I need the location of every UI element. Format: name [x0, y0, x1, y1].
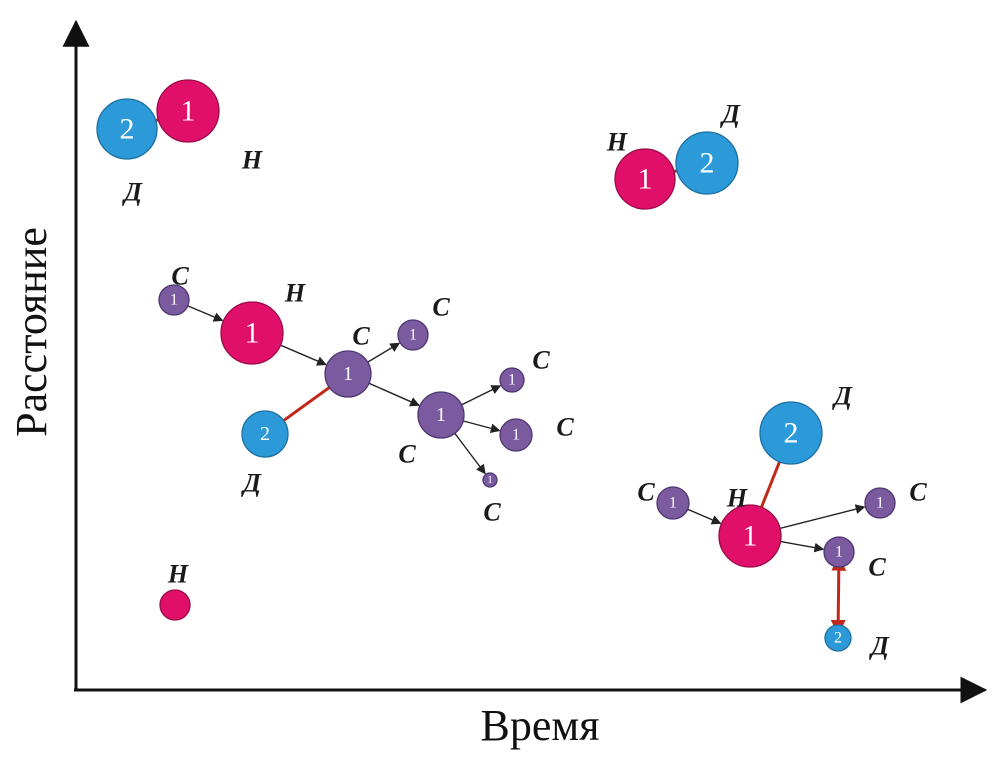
node-c-g3_c2 [324, 350, 372, 398]
node-type-tag: С [171, 262, 189, 291]
node-number-label: 1 [245, 317, 260, 350]
node-type-tag: С [909, 478, 927, 507]
node-number-label: 1 [170, 292, 178, 309]
node-number-label: 1 [876, 495, 884, 512]
node-type-tag: С [483, 498, 501, 527]
node-c-g3_c0 [158, 284, 190, 316]
node-type-tag: С [868, 553, 886, 582]
node-d-g5_d1 [759, 401, 823, 465]
node-type-tag: Д [869, 632, 890, 661]
node-c-g5_c0 [656, 486, 690, 520]
node-number-label: 2 [120, 113, 135, 146]
node-number-label: 1 [512, 427, 520, 444]
node-c-g3_c5 [499, 418, 533, 452]
node-number-label: 2 [700, 147, 715, 180]
node-h-g2_h [614, 148, 676, 210]
nodes-layer: 2 1 1 2 1 1 1 1 2 1 1 1 1 1 1 2 1 1 2 [96, 79, 896, 652]
node-c-g3_c3 [417, 391, 465, 439]
node-number-label: 1 [181, 95, 196, 128]
node-c-g3_c6 [482, 472, 498, 488]
node-type-tag: С [352, 322, 370, 351]
node-number-label: 1 [638, 163, 653, 196]
node-type-tag: Д [241, 469, 262, 498]
node-h-g4_h [159, 589, 191, 621]
node-type-tag: Д [720, 100, 741, 129]
node-type-tag: С [637, 478, 655, 507]
node-h-g3_h [220, 301, 284, 365]
node-c-g5_c2 [823, 536, 855, 568]
y-axis-label: Расстояние [7, 227, 56, 437]
node-d-g3_d [241, 410, 289, 458]
node-type-tag: Н [241, 146, 263, 175]
node-type-tag: С [398, 440, 416, 469]
node-number-label: 1 [508, 372, 516, 389]
node-number-label: 2 [260, 423, 270, 445]
x-axis-label: Время [481, 701, 600, 750]
node-number-label: 1 [409, 327, 417, 344]
node-type-tag: С [432, 293, 450, 322]
node-number-label: 1 [743, 520, 758, 553]
node-type-tag: Н [167, 560, 189, 589]
node-c-g3_c4 [499, 367, 525, 393]
node-number-label: 2 [784, 417, 799, 450]
node-number-label: 2 [834, 630, 842, 647]
node-type-tag: Д [122, 178, 143, 207]
node-type-tag: Н [284, 279, 306, 308]
node-c-g3_c1 [397, 319, 429, 351]
node-d-g5_d2 [824, 624, 852, 652]
node-c-g5_c1 [864, 487, 896, 519]
node-type-tag: С [532, 346, 550, 375]
node-number-label: 1 [436, 404, 446, 426]
node-type-tag: Н [606, 128, 628, 157]
node-number-label: 1 [835, 544, 843, 561]
node-number-label: 1 [343, 363, 353, 385]
bidirectional-link-g5_c2-g5_d2 [830, 555, 847, 635]
node-h-g5_h [718, 504, 782, 568]
node-h-g1_h [156, 79, 220, 143]
node-d-g1_d [96, 98, 158, 160]
node-type-tag: С [556, 413, 574, 442]
node-number-label: 1 [669, 495, 677, 512]
node-number-label: 1 [487, 474, 493, 486]
tags-layer: Д Н Н Д С Н С С Д С С С С Н С Н Д С С Д [122, 100, 927, 661]
node-type-tag: Н [726, 484, 748, 513]
node-type-tag: Д [832, 382, 853, 411]
node-d-g2_d [675, 131, 739, 195]
